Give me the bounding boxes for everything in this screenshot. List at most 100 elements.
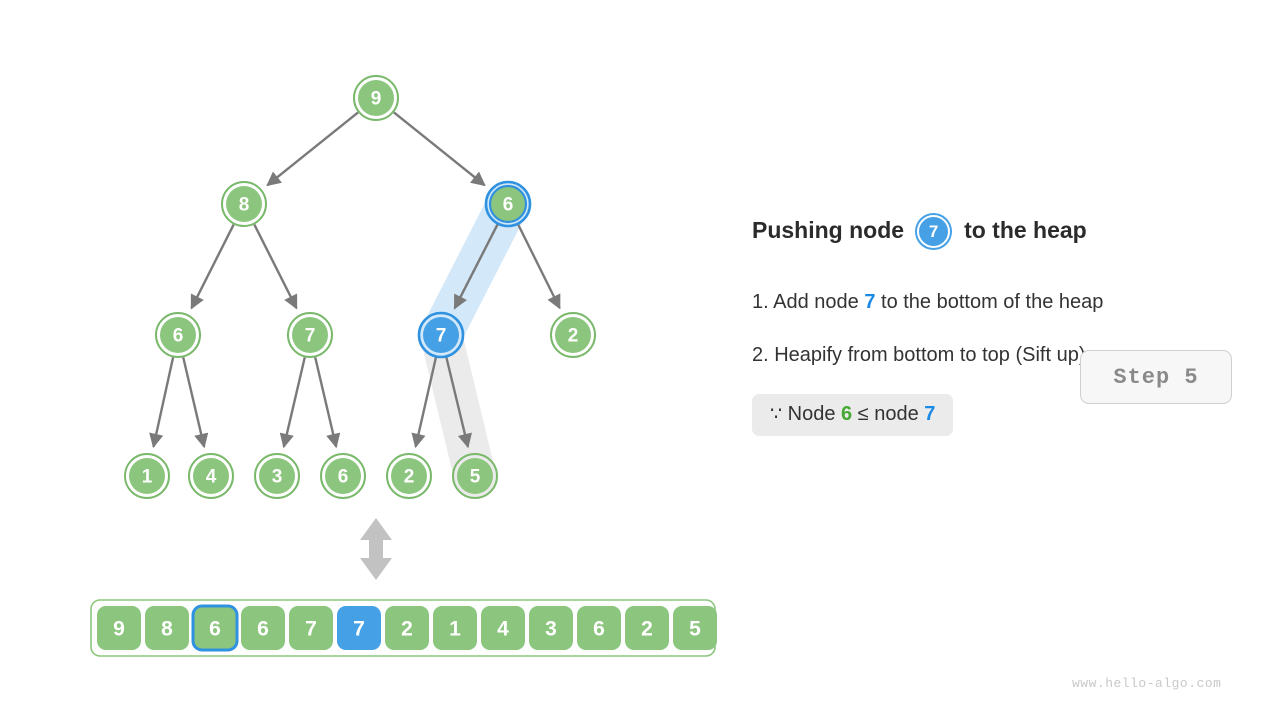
node-outer-ring <box>353 75 399 121</box>
node-body <box>160 317 196 353</box>
node-outer-ring <box>386 453 432 499</box>
array-cell[interactable]: 5 <box>673 606 717 650</box>
tree-edge <box>393 111 486 187</box>
node-body <box>193 458 229 494</box>
node-body <box>488 184 528 224</box>
node-body <box>423 317 459 353</box>
title-prefix: Pushing node <box>752 217 905 243</box>
title-node-badge: 7 <box>917 215 951 248</box>
array-cell[interactable]: 1 <box>433 606 477 650</box>
tree-edge <box>411 357 438 449</box>
explanation-panel: Pushing node 7 to the heap 1. Add node 7… <box>752 0 1280 720</box>
node-body <box>358 80 394 116</box>
tree-node[interactable]: 2 <box>550 312 596 358</box>
tree-node[interactable]: 6 <box>155 312 201 358</box>
array-cell-box <box>97 606 141 650</box>
tree-node[interactable]: 8 <box>221 181 267 227</box>
array-cell[interactable]: 7 <box>337 606 381 650</box>
array-cell-box <box>673 606 717 650</box>
node-body <box>391 458 427 494</box>
tree-node[interactable]: 5 <box>452 453 498 499</box>
node-body <box>129 458 165 494</box>
panel-title: Pushing node 7 to the heap <box>752 214 1087 248</box>
tree-edge <box>190 224 235 310</box>
reason-middle: ≤ node <box>852 403 925 425</box>
array-cell-box <box>337 606 381 650</box>
step-1-number: 7 <box>864 291 876 313</box>
array-cell-box <box>481 606 525 650</box>
array-cell[interactable]: 2 <box>385 606 429 650</box>
tree-array-link-arrow <box>360 518 392 580</box>
array-cell[interactable]: 6 <box>577 606 621 650</box>
because-symbol: ∵ <box>770 404 783 425</box>
array-cell-box <box>145 606 189 650</box>
array-cell[interactable]: 6 <box>241 606 285 650</box>
step-1-line: 1. Add node 7 to the bottom of the heap <box>752 291 1103 314</box>
array-cell-box <box>241 606 285 650</box>
watermark: www.hello-algo.com <box>1072 676 1222 691</box>
reason-blue-number: 7 <box>924 403 936 425</box>
node-outer-ring <box>484 180 532 228</box>
node-outer-ring <box>287 312 333 358</box>
tree-node[interactable]: 7 <box>287 312 333 358</box>
node-outer-ring <box>320 453 366 499</box>
step-1-prefix: 1. Add node <box>752 291 865 313</box>
array-cell[interactable]: 9 <box>97 606 141 650</box>
tree-edge <box>149 357 175 449</box>
tree-node[interactable]: 7 <box>417 311 465 359</box>
tree-node[interactable]: 2 <box>386 453 432 499</box>
sift-up-dotted-arrow <box>454 224 499 309</box>
title-suffix: to the heap <box>964 217 1087 243</box>
array-cell-box <box>433 606 477 650</box>
tree-edge <box>314 357 341 449</box>
step-counter-badge: Step 5 <box>1080 350 1232 404</box>
step-1-suffix: to the bottom of the heap <box>875 291 1104 313</box>
tree-node[interactable]: 9 <box>353 75 399 121</box>
tree-node[interactable]: 1 <box>124 453 170 499</box>
array-cell-box <box>529 606 573 650</box>
node-body <box>325 458 361 494</box>
node-body <box>226 186 262 222</box>
node-outer-ring <box>221 181 267 227</box>
reason-green-number: 6 <box>841 403 853 425</box>
node-outer-ring <box>550 312 596 358</box>
tree-node[interactable]: 6 <box>320 453 366 499</box>
array-cell-box <box>191 604 239 652</box>
array-cell[interactable]: 3 <box>529 606 573 650</box>
tree-edge <box>182 357 209 449</box>
node-outer-ring <box>188 453 234 499</box>
tree-edge <box>517 224 561 310</box>
node-outer-ring <box>254 453 300 499</box>
array-cell[interactable]: 2 <box>625 606 669 650</box>
node-body <box>292 317 328 353</box>
node-outer-ring <box>417 311 465 359</box>
tree-edge <box>279 357 306 449</box>
node-outer-ring <box>452 453 498 499</box>
array-cell[interactable]: 8 <box>145 606 189 650</box>
node-body <box>259 458 295 494</box>
reason-prefix: Node <box>782 403 842 425</box>
array-cell-box <box>289 606 333 650</box>
array-cell-box <box>577 606 621 650</box>
tree-node[interactable]: 3 <box>254 453 300 499</box>
tree-edges <box>149 111 561 449</box>
tree-node[interactable]: 6 <box>484 180 532 228</box>
tree-node[interactable]: 4 <box>188 453 234 499</box>
array-cell[interactable]: 6 <box>191 604 239 652</box>
node-body <box>457 458 493 494</box>
node-outer-ring <box>124 453 170 499</box>
array-cell-box <box>385 606 429 650</box>
node-body <box>555 317 591 353</box>
step-2-line: 2. Heapify from bottom to top (Sift up) <box>752 344 1086 366</box>
tree-edge <box>445 357 472 449</box>
array-cell-box <box>625 606 669 650</box>
tree-edge <box>253 224 298 310</box>
array-cell[interactable]: 4 <box>481 606 525 650</box>
array-cell[interactable]: 7 <box>289 606 333 650</box>
